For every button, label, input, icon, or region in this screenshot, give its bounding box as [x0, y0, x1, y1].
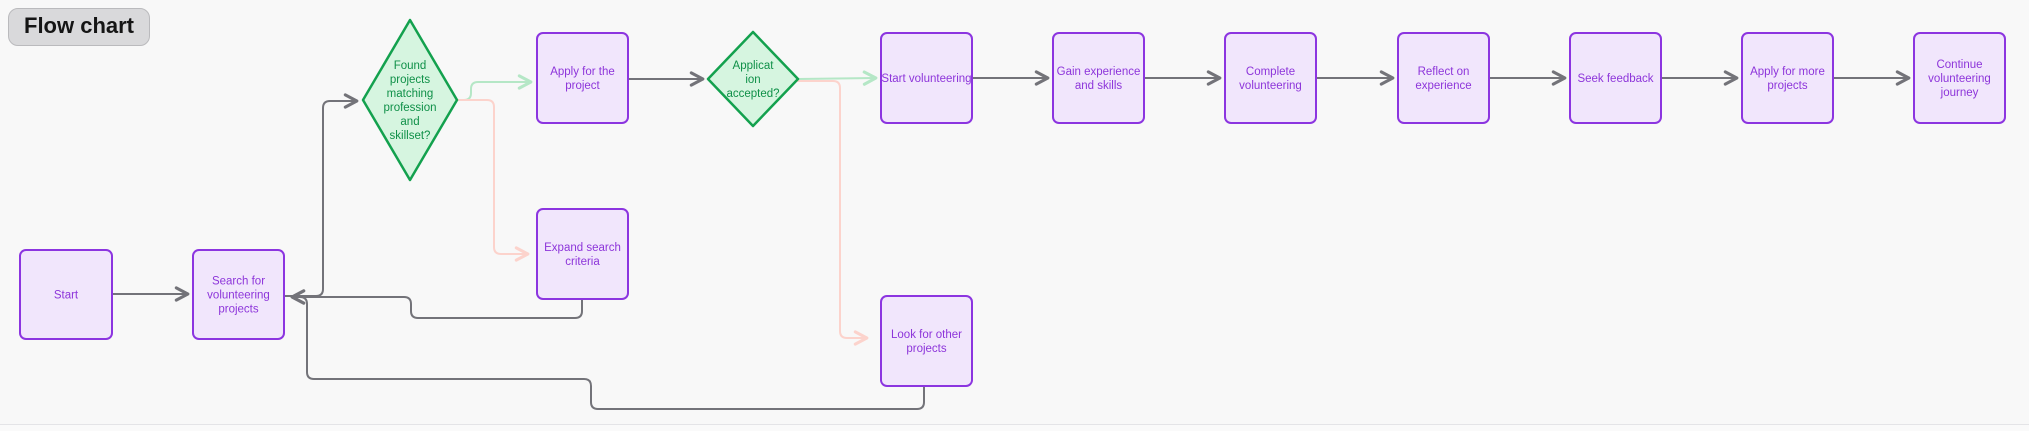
node-start-volunteering[interactable]: Start volunteering [880, 32, 973, 124]
bottom-strip [0, 425, 2029, 431]
edge-application-accepted--start-volunteering [797, 70, 878, 86]
edge-application-accepted--look-for-other-projects [797, 80, 869, 346]
node-start[interactable]: Start [19, 249, 113, 340]
bottom-divider [0, 424, 2029, 425]
diagram-title: Flow chart [8, 8, 151, 47]
edge-found-projects-matching--expand-search-criteria [456, 99, 530, 262]
node-label: Start volunteering [881, 73, 971, 85]
edge-expand-search-criteria--search-for-volunteering-projects [290, 289, 583, 319]
edge-found-projects-matching--apply-for-the-project [456, 74, 533, 101]
node-label: Seek feedback [1577, 73, 1653, 85]
node-seek-feedback[interactable]: Seek feedback [1569, 32, 1662, 124]
edge-look-for-other-projects--search-for-volunteering-projects [290, 289, 925, 410]
edge-search-for-volunteering-projects--found-projects-matching [283, 93, 359, 297]
node-label: Start [54, 290, 79, 302]
